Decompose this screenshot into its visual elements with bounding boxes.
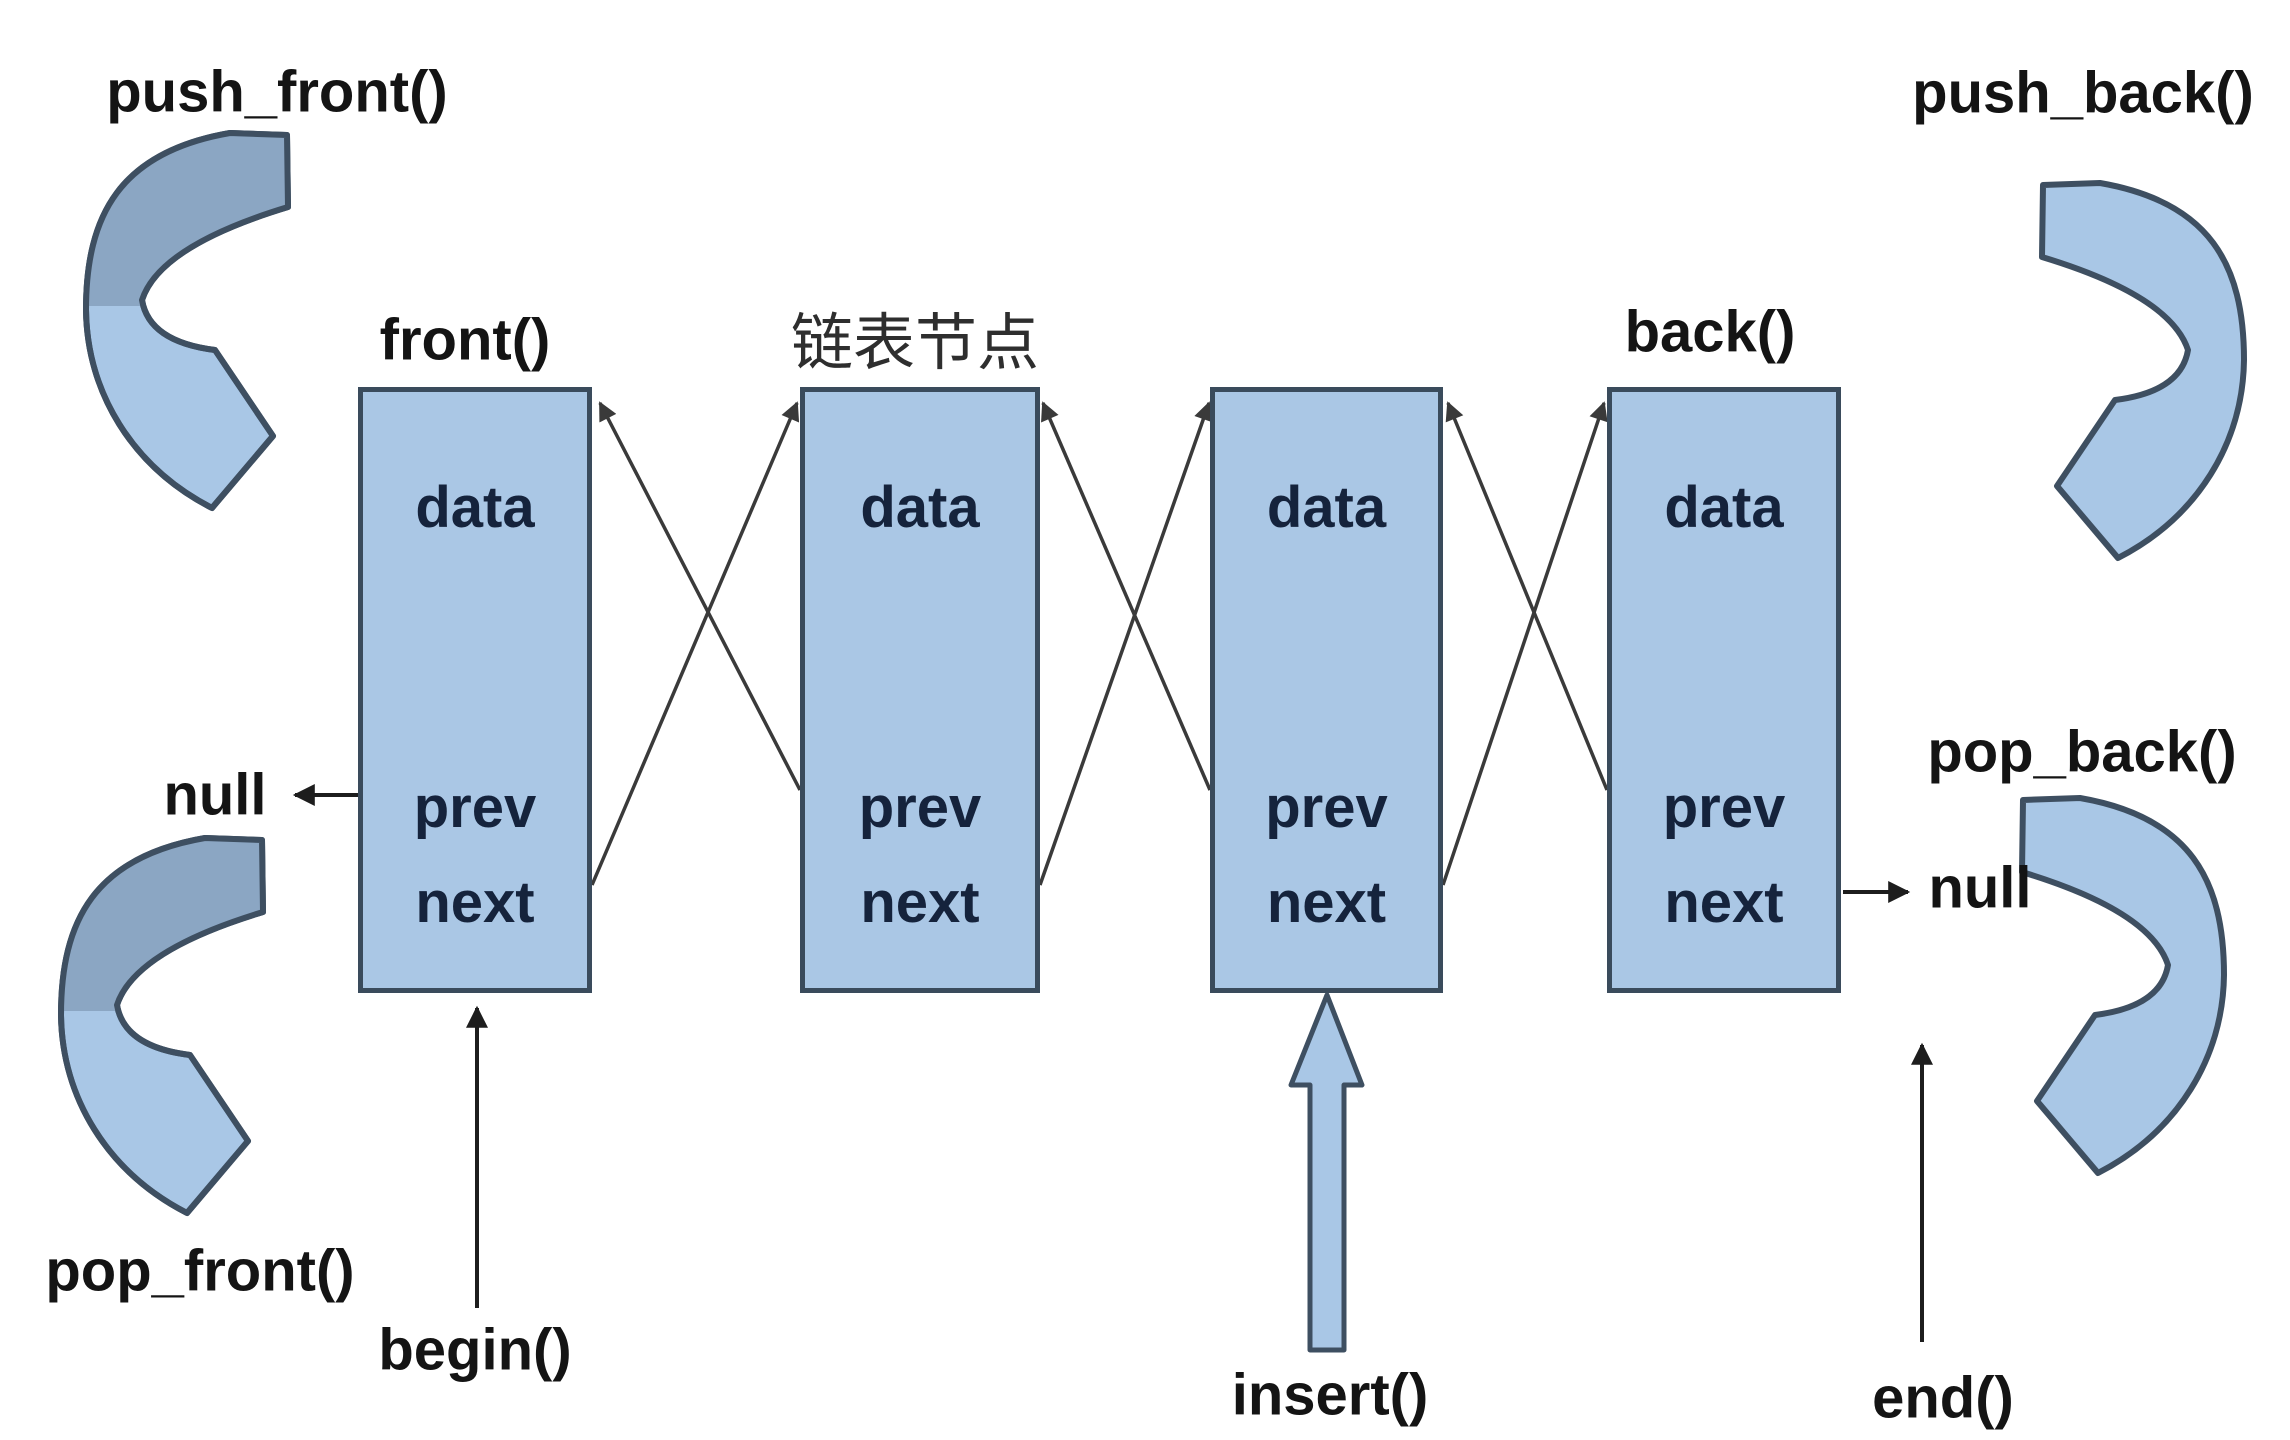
back-label: back() [1624,299,1796,365]
push-back-label: push_back() [1912,60,2254,126]
pop-front-label: pop_front() [45,1238,355,1304]
insert-label: insert() [1231,1362,1429,1428]
list-node-cn-label: 链表节点 [790,309,1040,378]
pop-back-curved-arrow [2022,798,2224,1173]
end-label: end() [1872,1365,2014,1431]
list-node-4: data prev next [1607,387,1841,993]
begin-label: begin() [378,1317,572,1383]
node3-data-field: data [1266,475,1387,540]
next-pointer-node2-to-node3 [1038,401,1213,886]
null-right-label: null [1928,855,2032,921]
node4-next-field: next [1664,870,1784,935]
node2-next-field: next [860,870,980,935]
list-node-2: data prev next [800,387,1040,993]
prev-pointer-node3-to-node2 [1041,401,1212,791]
push-front-label: push_front() [106,59,448,125]
node3-prev-field: prev [1265,775,1388,840]
prev-pointer-node4-to-node3 [1445,401,1609,791]
node1-prev-field: prev [413,775,537,840]
next-pointer-node1-to-node2 [590,401,800,886]
node4-prev-field: prev [1662,775,1786,840]
node2-data-field: data [860,475,980,540]
next-pointer-node3-to-node4 [1441,401,1608,886]
null-left-label: null [163,762,267,828]
list-node-3: data prev next [1210,387,1443,993]
node2-prev-field: prev [858,775,982,840]
push-front-curved-arrow [86,133,288,508]
insert-block-arrow [1288,992,1365,1353]
node3-next-field: next [1266,870,1387,935]
pop-front-curved-arrow [61,838,263,1213]
prev-pointer-node2-to-node1 [598,401,802,791]
node1-next-field: next [415,870,535,935]
node1-data-field: data [415,475,535,540]
node4-data-field: data [1664,475,1784,540]
list-node-1: data prev next [358,387,592,993]
push-back-curved-arrow [2042,183,2244,558]
front-label: front() [379,307,551,373]
pop-back-label: pop_back() [1927,719,2237,785]
